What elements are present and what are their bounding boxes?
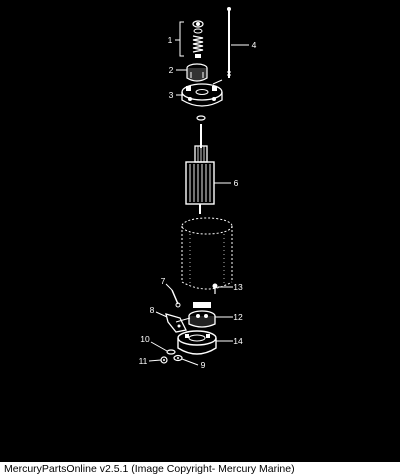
part-2-cap <box>186 63 208 82</box>
callout-12: 12 <box>215 312 243 322</box>
part-12-drive-pinion <box>188 302 216 328</box>
armature-washer <box>196 115 206 121</box>
part-10-washer <box>166 349 176 355</box>
callout-11-label: 11 <box>139 356 148 366</box>
callout-13-label: 13 <box>233 282 243 292</box>
part-7-rod <box>171 289 181 308</box>
exploded-parts-diagram: 1 2 3 4 6 7 8 9 10 11 12 13 <box>139 7 257 370</box>
callout-7-label: 7 <box>161 276 166 286</box>
callout-10: 10 <box>140 334 168 352</box>
part-9-nut <box>173 354 183 362</box>
callout-4-label: 4 <box>252 40 257 50</box>
callout-2: 2 <box>169 65 187 75</box>
callout-9: 9 <box>181 358 206 370</box>
callout-13: 13 <box>218 282 243 292</box>
part-11-small-nut <box>160 356 168 364</box>
part-13-screw <box>212 283 218 294</box>
callout-6: 6 <box>214 178 239 188</box>
callout-10-label: 10 <box>140 334 150 344</box>
callout-8: 8 <box>150 305 168 318</box>
callout-2-label: 2 <box>169 65 174 75</box>
part-1-spring-stack <box>192 20 204 58</box>
callout-4: 4 <box>231 40 257 50</box>
callout-6-label: 6 <box>234 178 239 188</box>
callout-12-label: 12 <box>233 312 243 322</box>
callout-1-label: 1 <box>168 35 173 45</box>
field-frame-housing <box>181 217 233 290</box>
part-8-shift-lever <box>165 313 191 333</box>
callout-14: 14 <box>216 336 243 346</box>
callout-3-label: 3 <box>169 90 174 100</box>
copyright-caption: MercuryPartsOnline v2.5.1 (Image Copyrig… <box>0 462 400 476</box>
callout-14-label: 14 <box>233 336 243 346</box>
callout-3: 3 <box>169 90 183 100</box>
callout-7: 7 <box>161 276 173 291</box>
part-3-end-frame <box>181 79 223 107</box>
part-6-armature <box>185 124 215 214</box>
callout-1: 1 <box>168 21 184 57</box>
callout-9-label: 9 <box>201 360 206 370</box>
callout-11: 11 <box>139 356 162 366</box>
part-4-through-bolt <box>227 7 231 78</box>
part-14-drive-housing <box>177 330 217 355</box>
callout-8-label: 8 <box>150 305 155 315</box>
